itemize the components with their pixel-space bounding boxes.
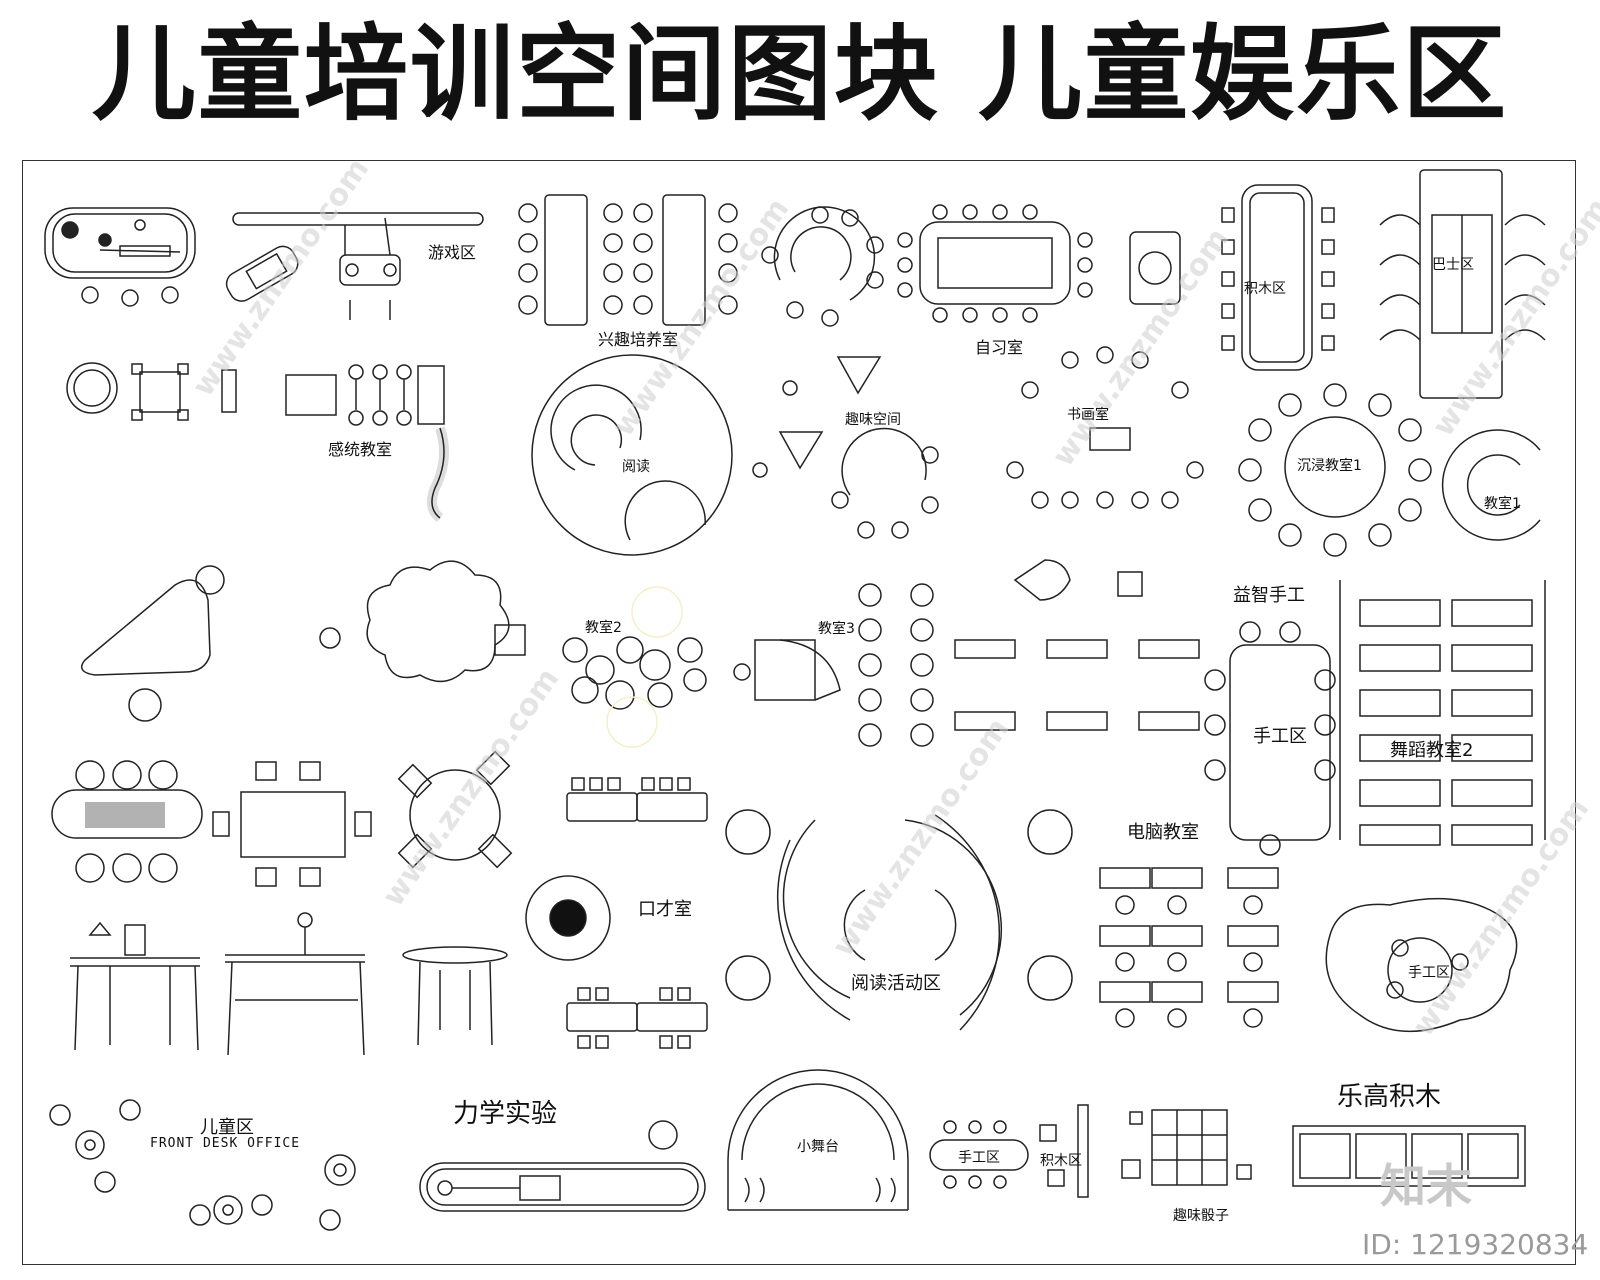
watermark-logo: 知末: [1380, 1159, 1472, 1213]
round-table-block: [397, 750, 513, 869]
label-mechanics: 力学实验: [453, 1099, 558, 1129]
dice-block: [1121, 1109, 1252, 1186]
boat-block: [225, 245, 299, 302]
blocks-area-table: [1221, 184, 1335, 371]
swing-block: [339, 217, 401, 320]
interest-classroom-block: [518, 194, 738, 326]
label-classroom1: 教室1: [1484, 496, 1521, 512]
game-table-block: [44, 207, 196, 307]
label-lego: 乐高积木: [1337, 1082, 1442, 1112]
dance-circles: [858, 583, 934, 747]
classroom2-circles: [562, 586, 707, 748]
label-blocks-bottom: 积木区: [1040, 1153, 1082, 1169]
bus-block: [1379, 169, 1546, 399]
label-classroom2: 教室2: [585, 620, 622, 636]
mechanics-experiment: [419, 1120, 706, 1212]
label-kids-area: 儿童区: [200, 1117, 254, 1138]
study-room-table: [897, 204, 1181, 323]
image-id: ID: 1219320834: [1362, 1228, 1589, 1261]
reading-activity-arcs: [776, 814, 1002, 1031]
label-puzzle-craft: 益智手工: [1233, 585, 1305, 606]
label-blocks: 积木区: [1244, 281, 1286, 297]
computer-classroom: [1099, 867, 1279, 1028]
bar-block: [232, 212, 484, 226]
label-study: 自习室: [975, 338, 1024, 357]
label-bus: 巴士区: [1432, 257, 1474, 273]
label-craft-small: 手工区: [1408, 965, 1450, 981]
bench-block-top: [566, 777, 708, 822]
oval-table-block: [51, 760, 203, 883]
fun-space-block: [752, 356, 939, 539]
label-classroom3: 教室3: [818, 621, 855, 637]
dance-classroom-block: [1339, 580, 1546, 846]
label-reading-activity: 阅读活动区: [851, 973, 941, 994]
page-title: 儿童培训空间图块 儿童娱乐区: [91, 13, 1509, 135]
small-stage: [727, 1069, 909, 1211]
keyboards-block: [954, 559, 1200, 731]
play-table-block: [80, 565, 225, 722]
kids-area-flowers: [49, 1099, 356, 1231]
craft-island: [1325, 897, 1518, 1033]
craft-table: [1204, 621, 1336, 856]
label-fun-space: 趣味空间: [845, 412, 901, 428]
label-computer: 电脑教室: [1127, 822, 1199, 843]
craft-blocks-bottom: [929, 1104, 1089, 1198]
sensory-equipment: [66, 362, 449, 522]
cloud-table-block: [319, 560, 526, 683]
piano-block: [733, 639, 841, 701]
label-calligraphy: 书画室: [1067, 407, 1109, 423]
arc-desk-block: [761, 206, 884, 327]
label-stage: 小舞台: [797, 1139, 839, 1155]
label-craft-bottom: 手工区: [958, 1150, 1000, 1166]
clover-tables: [725, 809, 1073, 1001]
label-front-desk: FRONT DESK OFFICE: [150, 1136, 301, 1151]
label-dance: 舞蹈教室2: [1390, 740, 1474, 761]
label-reading: 阅读: [622, 459, 650, 475]
label-sensory: 感统教室: [328, 440, 393, 459]
eloquence-podium: [525, 875, 611, 961]
bench-block-bottom: [566, 987, 708, 1049]
label-eloquence: 口才室: [638, 899, 692, 920]
drawing-frame: [22, 160, 1576, 1265]
classroom1-block: [1441, 429, 1541, 541]
lego-shelf: [1292, 1125, 1526, 1187]
desk-elevation-2: [225, 912, 365, 1056]
desk-elevation-1: [70, 921, 200, 1051]
label-interest: 兴趣培养室: [598, 330, 679, 349]
reading-circle: [531, 354, 733, 556]
calligraphy-room: [1006, 346, 1204, 509]
immersive-classroom: [1238, 383, 1432, 557]
square-table-block: [212, 761, 372, 887]
label-dice: 趣味骰子: [1173, 1208, 1229, 1224]
label-game: 游戏区: [428, 243, 477, 262]
label-craft-area: 手工区: [1253, 726, 1307, 747]
label-immersive: 沉浸教室1: [1297, 458, 1362, 474]
kids-table-elevation: [402, 946, 508, 1046]
